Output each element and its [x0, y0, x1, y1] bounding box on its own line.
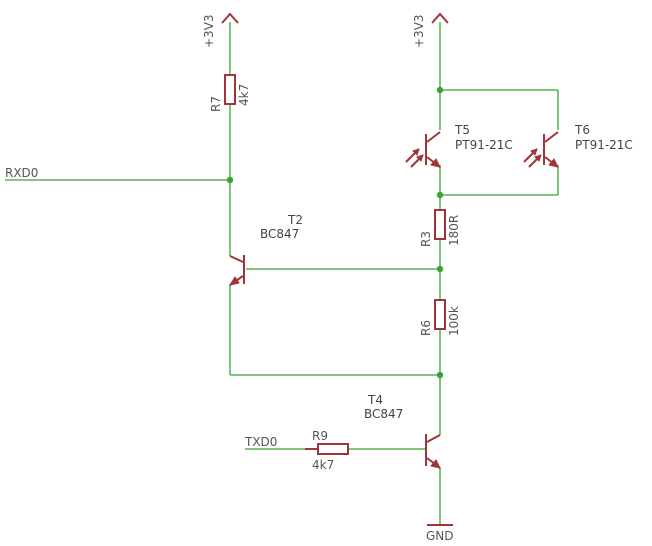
resistor-body-icon — [434, 209, 446, 240]
resistor-body-icon — [224, 74, 236, 105]
supply-left: +3V3 — [202, 12, 239, 48]
resistor-r9: R9 4k7 — [305, 429, 349, 472]
wires — [5, 22, 559, 525]
resistor-r6: R6 100k — [419, 299, 461, 336]
transistor-collector-icon — [426, 434, 441, 443]
emitter-arrow-icon — [430, 158, 441, 168]
resistor-r3-value: 180R — [447, 215, 461, 246]
transistor-t4-ref: T4 — [367, 393, 383, 407]
resistor-r7-value: 4k7 — [237, 84, 251, 106]
resistor-body-icon — [317, 443, 349, 455]
junction-emitter-bus — [436, 191, 444, 199]
junction-rxd0 — [226, 176, 234, 184]
resistor-r9-value: 4k7 — [312, 458, 334, 472]
resistor-r6-value: 100k — [447, 306, 461, 336]
resistor-r7: R7 4k7 — [209, 74, 251, 112]
transistor-t2-ref: T2 — [287, 213, 303, 227]
junction-top-rail — [436, 86, 444, 94]
resistor-r3: R3 180R — [419, 209, 461, 247]
supply-right: +3V3 — [412, 12, 449, 48]
net-label-txd0: TXD0 — [244, 435, 277, 449]
junctions — [226, 86, 444, 379]
resistor-r9-ref: R9 — [312, 429, 328, 443]
transistor-collector-icon — [544, 131, 559, 143]
transistor-t6-value: PT91-21C — [575, 138, 633, 152]
resistor-r6-ref: R6 — [419, 320, 433, 336]
ground-label: GND — [426, 529, 454, 543]
resistor-body-icon — [434, 299, 446, 330]
resistor-r3-ref: R3 — [419, 231, 433, 247]
supply-arrow-icon — [221, 12, 239, 24]
transistor-t4: T4 BC847 — [364, 393, 441, 469]
junction-t4-collector — [436, 371, 444, 379]
supply-right-label: +3V3 — [412, 14, 426, 48]
supply-arrow-icon — [431, 12, 449, 24]
transistor-collector-icon — [229, 255, 244, 263]
transistor-collector-icon — [426, 131, 441, 143]
transistor-t5-value: PT91-21C — [455, 138, 513, 152]
transistor-t6: T6 PT91-21C — [523, 123, 633, 168]
net-label-rxd0: RXD0 — [5, 166, 38, 180]
junction-t2-base — [436, 265, 444, 273]
transistor-t6-ref: T6 — [574, 123, 590, 137]
transistor-t4-value: BC847 — [364, 407, 403, 421]
emitter-arrow-icon — [228, 276, 240, 286]
transistor-t2: T2 BC847 — [228, 213, 303, 286]
ground-symbol: GND — [426, 524, 454, 543]
emitter-arrow-icon — [548, 158, 559, 168]
transistor-t2-value: BC847 — [260, 227, 299, 241]
transistor-t5: T5 PT91-21C — [405, 123, 513, 168]
light-rays-icon — [523, 148, 542, 168]
resistor-r7-ref: R7 — [209, 96, 223, 112]
supply-left-label: +3V3 — [202, 14, 216, 48]
transistor-t5-ref: T5 — [454, 123, 470, 137]
light-rays-icon — [405, 148, 424, 168]
emitter-arrow-icon — [430, 459, 441, 469]
